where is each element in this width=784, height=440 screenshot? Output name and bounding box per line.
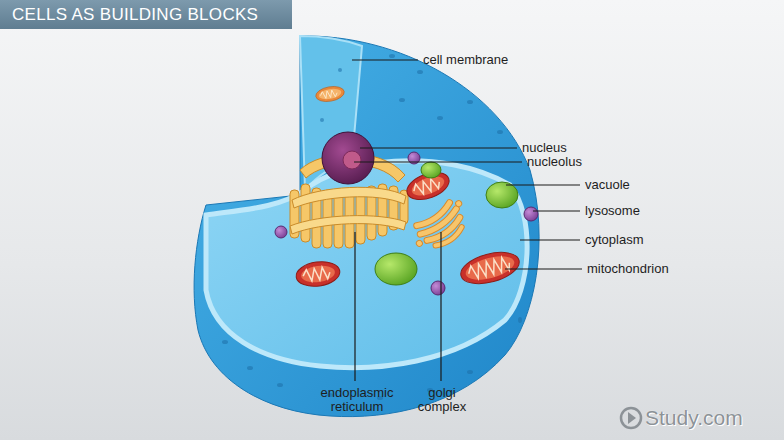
mitochondrion-outer [295, 259, 342, 289]
leader-line [533, 210, 580, 211]
mitochondrion-cristae [412, 176, 441, 197]
pore [222, 340, 228, 344]
golgi-cisterna [435, 227, 464, 249]
mitochondrion-outer [457, 247, 522, 290]
nucleolus-shape [343, 151, 361, 169]
part-label: mitochondrion [587, 262, 669, 276]
part-label: vacuole [585, 178, 630, 192]
lysosome-shape [431, 281, 445, 295]
er-fold [292, 187, 406, 208]
pore [518, 317, 522, 323]
leader-line [360, 147, 517, 148]
part-label: golgi complex [407, 386, 477, 414]
er-fold [290, 216, 406, 234]
golgi-cisterna [435, 227, 464, 249]
logo-circle [621, 408, 641, 428]
pore [417, 70, 423, 74]
slide-title: CELLS AS BUILDING BLOCKS [0, 0, 292, 29]
mitochondrion-inner [318, 87, 342, 100]
part-label: lysosome [585, 204, 640, 218]
mitochondrion-shape [295, 259, 342, 289]
golgi-vesicle [454, 199, 462, 207]
part-label: cell membrane [423, 53, 508, 67]
vacuole-shape [375, 253, 417, 285]
leader-line [505, 268, 582, 269]
mitochondrion-cristae [320, 89, 338, 99]
leader-lines [352, 60, 582, 381]
pore [497, 130, 503, 134]
part-label: cytoplasm [585, 233, 644, 247]
pore [338, 68, 342, 72]
cell-body [194, 36, 539, 417]
mitochondrion-shape [315, 84, 346, 103]
leader-line [506, 184, 580, 185]
pore [437, 116, 443, 120]
vacuole-shape [421, 162, 441, 178]
lysosome-shape [275, 226, 287, 238]
cytoplasm-plane [206, 161, 527, 368]
mitochondrion-outer [315, 84, 346, 103]
mitochondrion-cristae [302, 266, 330, 282]
pore [399, 98, 405, 102]
golgi-vesicle [415, 239, 423, 247]
leader-line [352, 59, 418, 60]
part-label: endoplasmic reticulum [307, 386, 407, 414]
membrane-pores [222, 54, 522, 400]
pore [277, 383, 283, 387]
nucleus-shape [322, 132, 374, 184]
lysosome-shape [524, 207, 538, 221]
leader-line [354, 232, 355, 381]
part-label: nucleolus [527, 155, 582, 169]
vacuole-shape [486, 182, 518, 208]
mitochondrion-shape [457, 247, 522, 290]
pore [467, 370, 473, 374]
pore [320, 118, 324, 122]
pore [467, 100, 473, 104]
pore [247, 366, 253, 370]
mitochondrion-inner [463, 252, 516, 284]
mitochondrion-cristae [467, 256, 511, 280]
watermark: Study.com [645, 406, 743, 430]
leader-line [354, 161, 522, 162]
watermark-logo [621, 408, 641, 428]
mitochondrion-inner [300, 264, 336, 285]
leader-line [520, 239, 580, 240]
er-fold [301, 184, 310, 242]
part-label: nucleus [522, 141, 567, 155]
leader-line [440, 232, 441, 381]
logo-play [628, 412, 636, 424]
pore [389, 54, 395, 58]
